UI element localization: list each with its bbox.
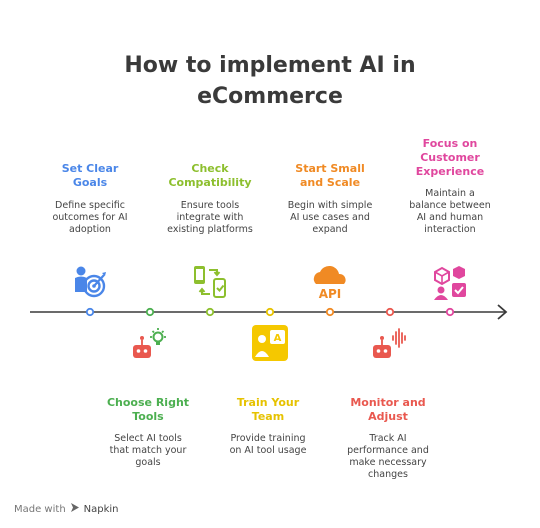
timeline-marker-1 [85, 307, 95, 317]
svg-text:API: API [319, 287, 342, 300]
timeline-marker-5 [325, 307, 335, 317]
timeline-marker-6 [385, 307, 395, 317]
timeline-marker-2 [145, 307, 155, 317]
brand-name: Napkin [83, 503, 119, 515]
svg-text:A: A [274, 333, 282, 344]
target-person-icon [72, 264, 108, 304]
robot-waveform-icon [370, 326, 410, 366]
timeline-arrowhead [497, 304, 508, 320]
timeline-marker-3 [205, 307, 215, 317]
api-cloud-icon: API [310, 264, 350, 304]
ai-training-icon: A [251, 324, 289, 366]
napkin-logo-icon [70, 502, 80, 516]
title-line-1: How to implement AI in [124, 53, 416, 78]
customer-cubes-icon [431, 264, 469, 304]
devices-sync-icon [192, 264, 228, 304]
made-with-label: Made with [14, 503, 66, 515]
footer: Made with Napkin [14, 502, 119, 516]
page-title: How to implement AI in eCommerce [0, 50, 540, 112]
timeline-marker-4 [265, 307, 275, 317]
title-line-2: eCommerce [197, 84, 343, 109]
robot-idea-icon [130, 326, 168, 366]
timeline-marker-7 [445, 307, 455, 317]
